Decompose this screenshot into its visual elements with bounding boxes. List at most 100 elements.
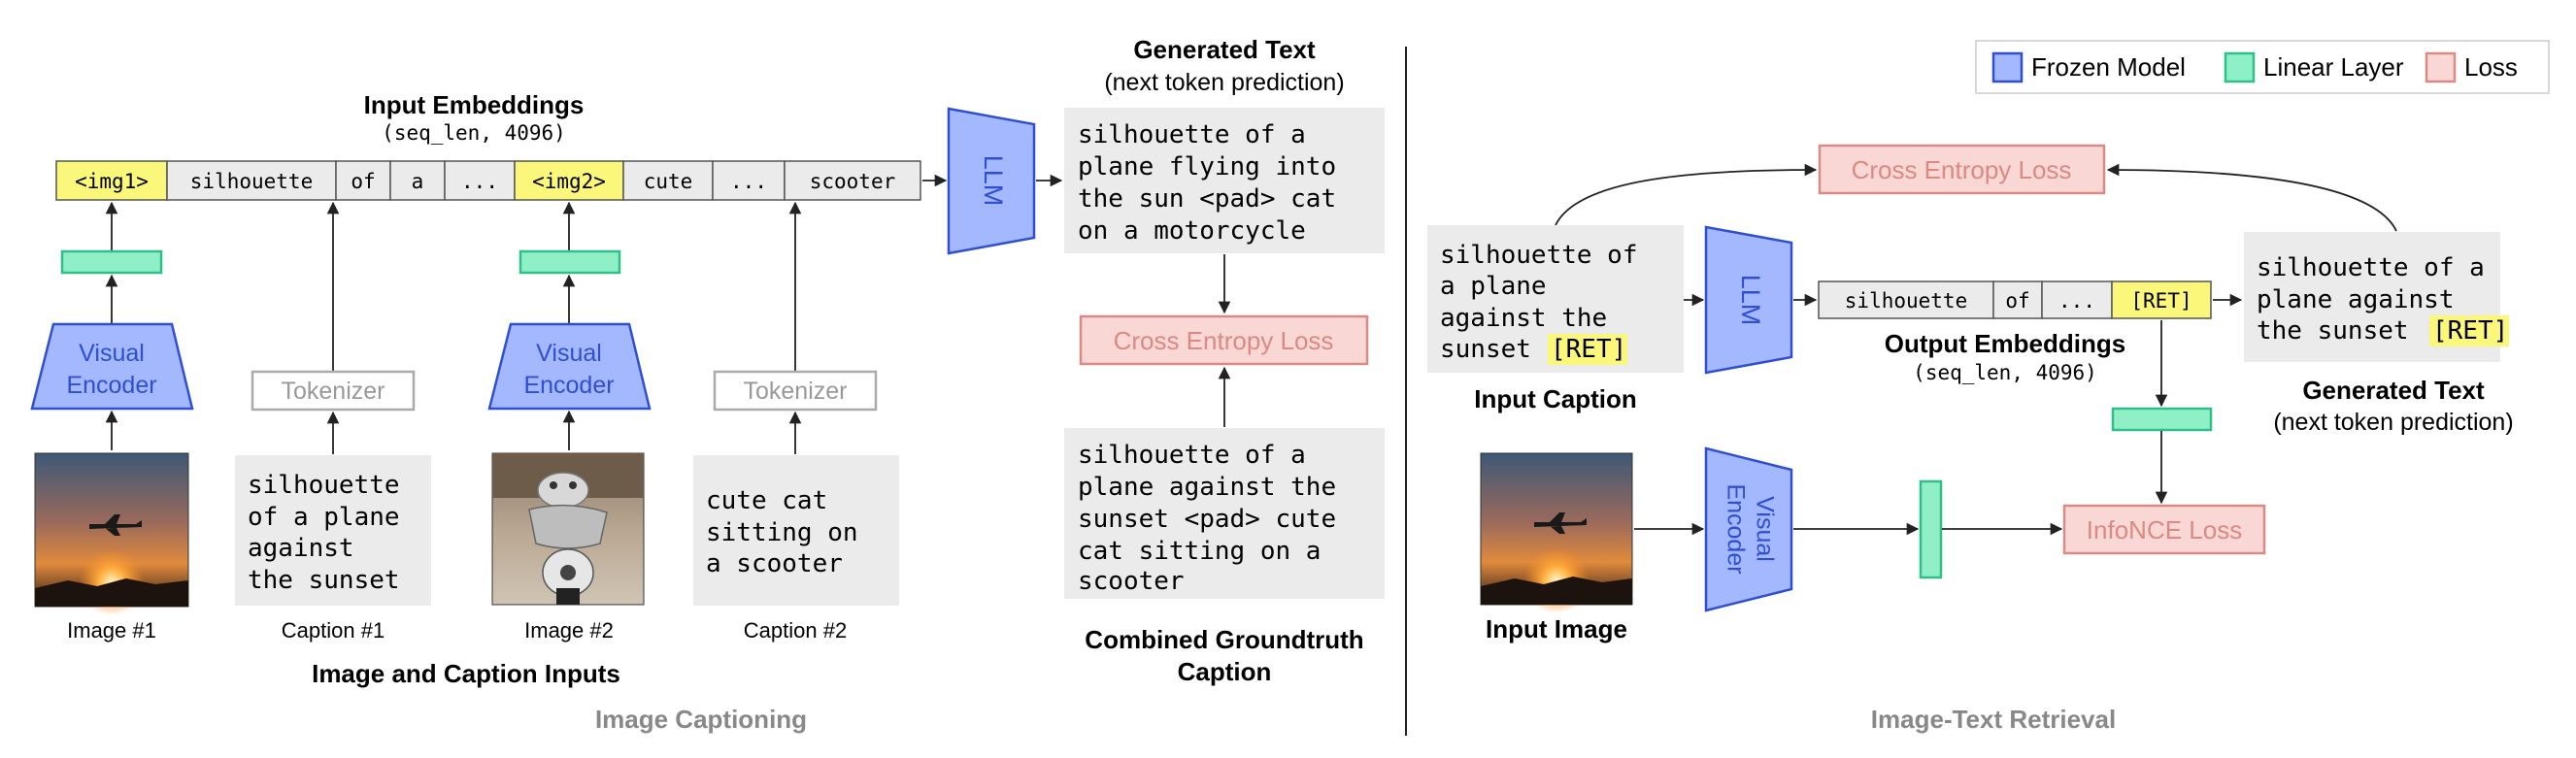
caption-1-line-1: silhouette [248,471,400,500]
caption-to-loss-arc [1555,163,1818,226]
caption-1-label: Caption #1 [282,618,385,643]
image-1-label: Image #1 [67,618,156,643]
token-silhouette [166,160,337,201]
visual-encoder-2 [487,322,652,411]
input-embeddings-title: Input Embeddings [364,90,585,119]
visual-encoder-2-line1: Visual [536,340,602,367]
visual-encoder-1-line2: Encoder [66,372,156,399]
caption-2-box [693,455,899,606]
groundtruth-line-3: sunset <pad> cute [1078,505,1336,534]
image-1-sunset [34,452,189,615]
output-token-ellipsis-text: ... [2058,289,2095,313]
inputs-title: Image and Caption Inputs [312,659,620,688]
cross-entropy-loss-left [1079,314,1369,366]
generated-right-line-1: silhouette of a [2257,253,2485,282]
visual-encoder-1 [30,322,194,411]
legend-swatch-loss [2425,51,2457,83]
output-embeddings-title: Output Embeddings [1885,329,2125,358]
groundtruth-line-4: cat sitting on a [1078,537,1321,566]
generated-right-line-2: plane against [2257,285,2455,314]
caption-1-line-3: against [248,534,354,563]
image-2-label: Image #2 [524,618,614,643]
infonce-loss [2062,504,2266,555]
generated-right-line-3: the sunset [2257,316,2409,346]
input-image-sunset [1480,452,1633,613]
input-caption-ret-token: [RET] [1551,335,1626,364]
groundtruth-title-2: Caption [1178,657,1272,686]
output-token-of [1992,280,2043,319]
groundtruth-line-5: scooter [1078,567,1185,596]
token-cute [622,160,714,201]
output-embeddings-shape: (seq_len, 4096) [1913,361,2097,384]
groundtruth-box [1064,428,1385,599]
token-ellipsis-2-text: ... [730,170,767,193]
caption-1-line-2: of a plane [248,503,400,532]
token-ellipsis-1 [444,160,516,201]
token-ellipsis-2 [712,160,786,201]
cross-entropy-label-right: Cross Entropy Loss [1852,155,2072,184]
generated-line-3: the sun <pad> cat [1078,184,1336,214]
output-token-silhouette-text: silhouette [1845,289,1967,313]
input-caption-line-3: against the [1440,304,1607,333]
caption-2-label: Caption #2 [744,618,847,643]
cross-entropy-label-left: Cross Entropy Loss [1114,326,1334,355]
caption-2-line-2: sitting on [706,518,858,547]
token-cute-text: cute [644,170,693,193]
generated-to-loss-arc [2106,163,2397,232]
tokenizer-2 [713,370,878,412]
visual-encoder-1-line1: Visual [79,340,145,367]
generated-text-subtitle-right: (next token prediction) [2273,409,2513,436]
linear-layer-ret [2111,407,2213,432]
output-token-of-text: of [2005,289,2029,313]
visual-encoder-2-line2: Encoder [523,372,614,399]
groundtruth-line-1: silhouette of a [1078,441,1306,470]
groundtruth-title-1: Combined Groundtruth [1085,625,1363,654]
caption-1-box [235,455,431,606]
input-image-title: Input Image [1486,614,1627,643]
input-token-strip: <img1> silhouette of a ... <img2> cute .… [55,160,921,201]
linear-layer-1 [60,249,163,275]
visual-encoder-right-line1: Visual [1751,496,1778,562]
tokenizer-2-label: Tokenizer [744,378,848,405]
visual-encoder-right [1704,446,1793,612]
token-img1-text: <img1> [75,170,149,193]
linear-layer-2 [519,249,621,275]
llm-label-right: LLM [1736,275,1765,326]
caption-1-line-4: the sunset [248,566,400,595]
output-token-silhouette [1818,280,1994,319]
input-caption-line-1: silhouette of [1440,241,1638,270]
llm-block-left [947,107,1036,255]
token-img2 [514,160,624,201]
generated-ret-token: [RET] [2432,316,2508,346]
captioning-section-title: Image Captioning [595,705,807,734]
infonce-label: InfoNCE Loss [2087,515,2242,544]
generated-line-1: silhouette of a [1078,120,1306,149]
image-2-cat-scooter [491,452,645,606]
legend-swatch-linear [2224,51,2256,83]
legend-label-linear: Linear Layer [2263,52,2404,82]
caption-2-line-1: cute cat [706,486,827,515]
generated-line-4: on a motorcycle [1078,216,1306,246]
output-token-ret [2111,280,2212,319]
generated-text-title-left: Generated Text [1133,35,1316,64]
token-img1 [55,160,168,201]
output-token-ellipsis [2041,280,2113,319]
caption-2-line-3: a scooter [706,549,843,578]
cross-entropy-loss-right [1818,144,2106,195]
output-token-strip: silhouette of ... [RET] [1818,280,2212,319]
retrieval-section-title: Image-Text Retrieval [1871,705,2116,734]
token-scooter-text: scooter [810,170,896,193]
token-of [335,160,391,201]
tokenizer-1 [251,370,416,412]
token-scooter [784,160,921,201]
token-img2-text: <img2> [532,170,606,193]
generated-text-title-right: Generated Text [2302,376,2485,405]
legend-label-frozen: Frozen Model [2031,52,2186,82]
legend: Frozen Model Linear Layer Loss [1975,40,2550,94]
token-ellipsis-1-text: ... [461,170,498,193]
generated-text-subtitle-left: (next token prediction) [1104,69,1344,96]
legend-label-loss: Loss [2464,52,2518,82]
generated-line-2: plane flying into [1078,152,1336,181]
input-caption-line-2: a plane [1440,272,1547,301]
